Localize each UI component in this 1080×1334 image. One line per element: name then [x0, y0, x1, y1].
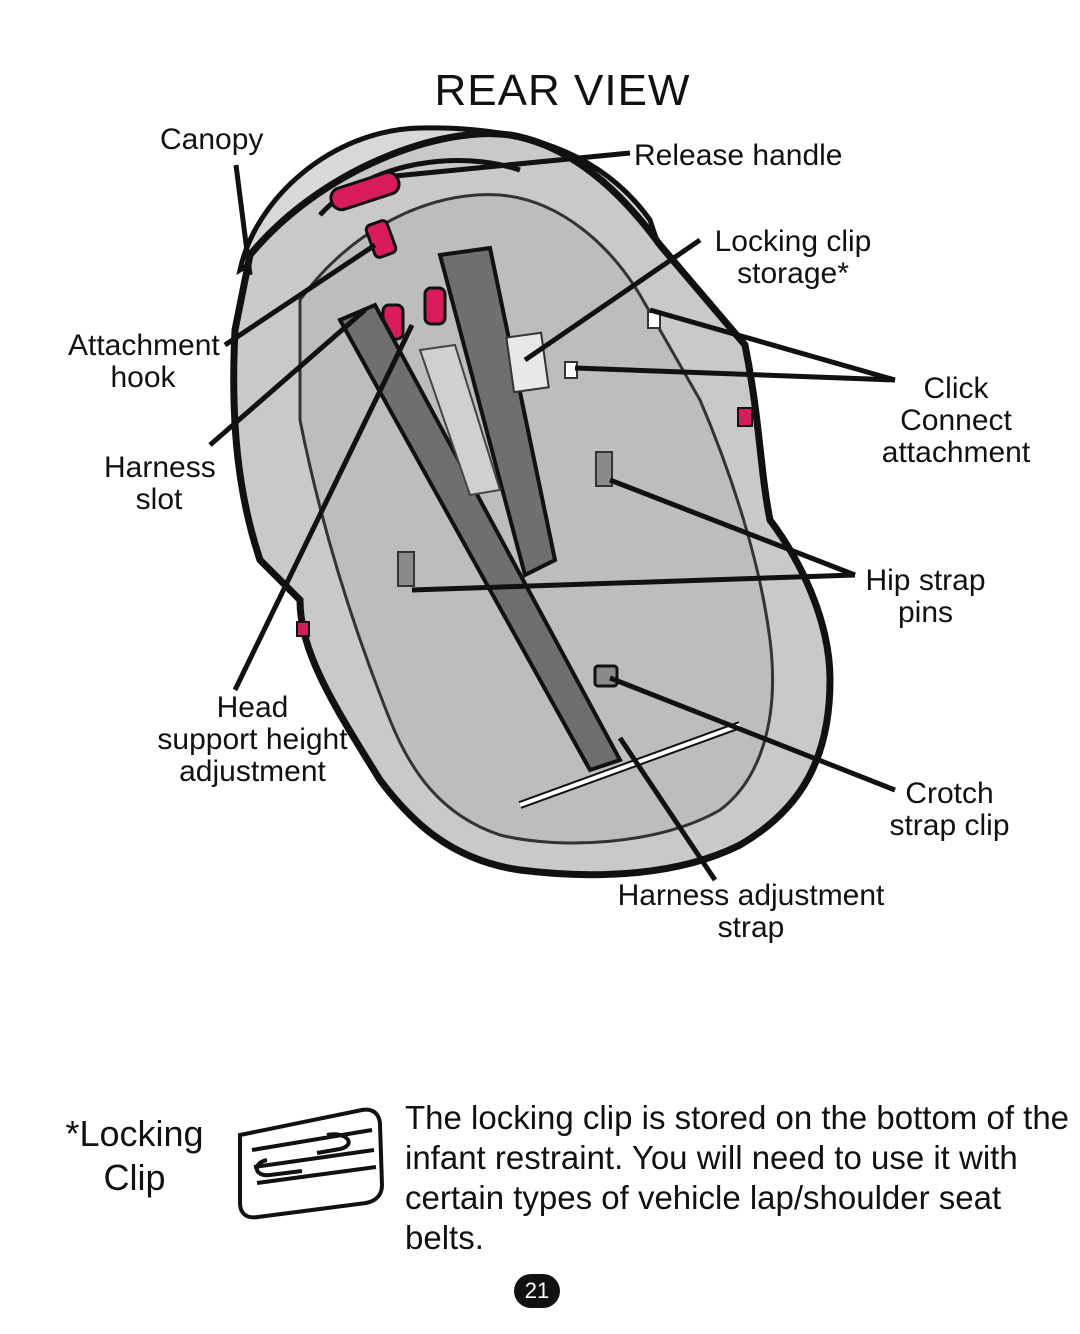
label-hip-strap-pins: Hip strap pins — [865, 564, 986, 629]
locking-clip-icon — [238, 1107, 385, 1220]
hip-strap-pin-left — [397, 551, 415, 587]
label-release-handle: Release handle — [634, 139, 843, 172]
page-title: REAR VIEW — [434, 66, 691, 115]
locking-clip-storage — [505, 331, 550, 394]
page-number: 21 — [514, 1274, 560, 1308]
locking-clip-label: *Locking Clip — [65, 1113, 204, 1198]
release-handle — [329, 170, 401, 212]
label-harness-adjustment-strap: Harness adjustment strap — [617, 879, 885, 944]
label-crotch-strap-clip: Crotch strap clip — [889, 777, 1010, 842]
label-locking-clip-storage: Locking clip storage* — [714, 225, 872, 290]
crotch-strap-clip — [593, 664, 619, 688]
label-attachment-hook: Attachment hook — [68, 329, 220, 394]
harness-strap-right — [437, 245, 558, 578]
harness-slot-right — [423, 286, 447, 326]
leader-lines — [208, 150, 896, 882]
label-harness-slot: Harness slot — [104, 451, 216, 516]
side-release-left — [296, 621, 310, 637]
label-canopy: Canopy — [160, 123, 264, 156]
side-release-right — [737, 407, 753, 427]
footnote-text: The locking clip is stored on the bottom… — [405, 1099, 1070, 1256]
hip-strap-pin-right — [595, 451, 613, 487]
label-click-connect: Click Connect attachment — [881, 372, 1031, 469]
head-support-track — [418, 343, 502, 497]
label-head-support: Head support height adjustment — [157, 691, 348, 788]
